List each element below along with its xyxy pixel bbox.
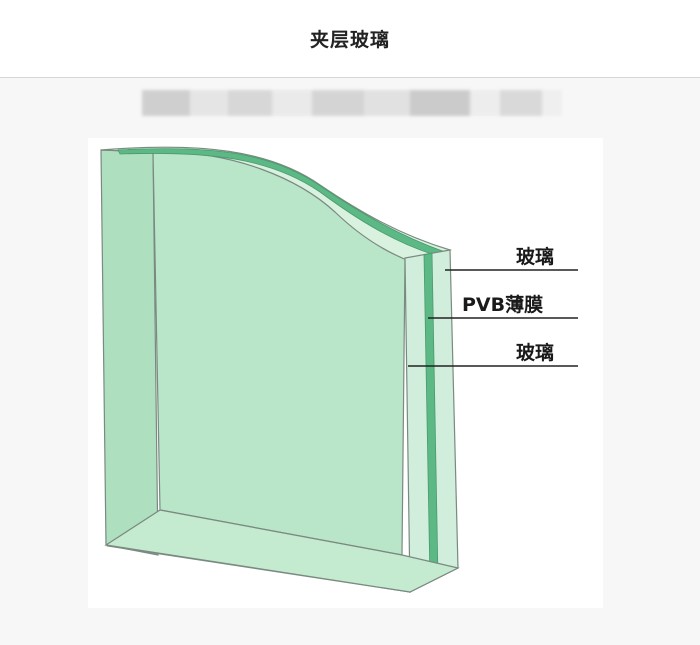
label-top-glass: 玻璃 bbox=[516, 245, 554, 268]
laminated-glass-figure: 玻璃 PVB薄膜 玻璃 bbox=[88, 138, 603, 608]
page-title: 夹层玻璃 bbox=[309, 29, 390, 51]
blurred-caption bbox=[142, 90, 562, 116]
label-bottom-glass: 玻璃 bbox=[516, 341, 554, 364]
laminated-glass-diagram: 玻璃 PVB薄膜 玻璃 bbox=[100, 146, 578, 593]
title-bar: 夹层玻璃 bbox=[0, 0, 700, 78]
glass-bottom-edge bbox=[104, 509, 460, 593]
glass-left-edge bbox=[100, 149, 159, 556]
glass-front-face bbox=[152, 151, 406, 556]
label-pvb-film: PVB薄膜 bbox=[462, 293, 543, 316]
